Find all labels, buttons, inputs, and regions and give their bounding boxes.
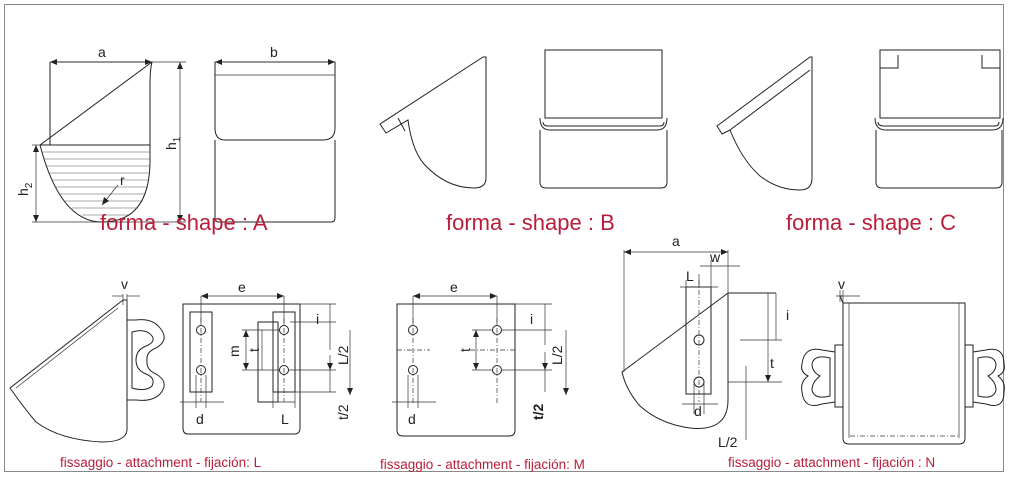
caption-fix-n: fissaggio - attachment - fijación : N	[728, 455, 935, 470]
drawing-frame	[4, 4, 1004, 472]
dim-v-label-l: v	[121, 276, 128, 292]
dim-h2-label: h2	[15, 182, 35, 196]
dim-w-label: w	[709, 249, 721, 265]
attachment-l-plate-view	[180, 293, 353, 435]
dim-r-label: r	[120, 172, 125, 188]
dim-L-label-n: L	[686, 268, 694, 284]
dim-d-label-l: d	[196, 411, 204, 427]
dim-a-label-n: a	[672, 233, 680, 249]
dim-d-label-n: d	[694, 403, 702, 419]
caption-shape-b: forma - shape : B	[446, 210, 615, 235]
dim-t2-label-m: t/2	[530, 403, 546, 420]
dim-a-label: a	[98, 44, 106, 60]
dim-l2-label-n: L/2	[718, 434, 738, 450]
attachment-n-side-view	[621, 249, 782, 440]
dim-i-label-n: i	[786, 307, 789, 323]
shape-a-front-view	[214, 59, 336, 223]
attachment-n-front-view	[801, 290, 1005, 445]
dim-b-label: b	[270, 44, 278, 60]
shape-c-front-view	[874, 49, 1004, 189]
shape-b-side-view	[379, 56, 487, 189]
dim-e-label-l: e	[238, 279, 246, 295]
attachment-m-plate-view	[392, 293, 569, 437]
caption-fix-l: fissaggio - attachment - fijación: L	[60, 455, 262, 470]
dim-l2-label-m: L/2	[549, 345, 565, 365]
dim-L-label-l: L	[281, 411, 289, 427]
dim-m-label: m	[226, 345, 242, 357]
dim-l2-label-l: L/2	[335, 345, 351, 365]
dim-d-label-m: d	[408, 411, 416, 427]
dim-i-label-m: i	[530, 311, 533, 327]
dim-h1-label: h1	[163, 136, 183, 150]
caption-shape-a: forma - shape : A	[100, 210, 268, 235]
dim-t-label-n: t	[770, 355, 774, 371]
dim-i-label-l: i	[316, 311, 319, 327]
dim-v-label-n: v	[838, 276, 845, 292]
caption-shape-c: forma - shape : C	[786, 210, 956, 235]
dim-t-label-l: t	[246, 348, 262, 352]
dim-t2-label-l: t/2	[335, 404, 351, 420]
dim-t-label-m: t	[457, 348, 473, 352]
shape-c-side-view	[716, 56, 813, 191]
caption-fix-m: fissaggio - attachment - fijación: M	[380, 457, 585, 472]
shape-b-front-view	[539, 49, 668, 189]
shape-a-side-view	[32, 59, 186, 223]
attachment-l-side-view	[9, 294, 165, 443]
dim-e-label-m: e	[450, 279, 458, 295]
